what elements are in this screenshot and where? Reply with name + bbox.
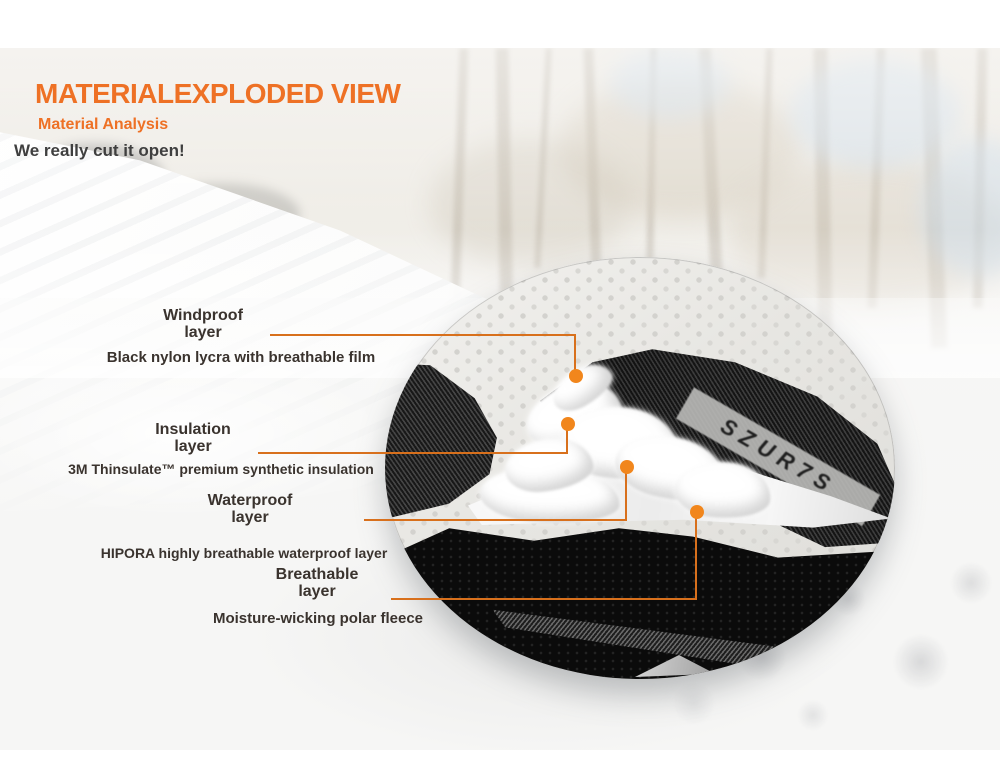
waterproof-layer-description: HIPORA highly breathable waterproof laye… xyxy=(100,545,388,561)
breathable-layer-title-line2: layer xyxy=(298,583,336,600)
breathable-layer-title-line1: Breathable xyxy=(275,566,359,583)
waterproof-leader-line xyxy=(364,519,627,521)
windproof-leader-line xyxy=(574,334,576,374)
insulation-layer-title-line1: Insulation xyxy=(155,421,231,438)
windproof-layer-description: Black nylon lycra with breathable film xyxy=(106,349,376,366)
breathable-layer-description: Moisture-wicking polar fleece xyxy=(212,610,424,627)
page-subtitle: Material Analysis xyxy=(38,116,169,133)
windproof-layer-title-line1: Windproof xyxy=(163,307,243,324)
insulation-layer-description: 3M Thinsulate™ premium synthetic insulat… xyxy=(68,461,374,477)
breathable-leader-line xyxy=(695,514,697,600)
breathable-layer-label: Breathable layer xyxy=(247,566,387,600)
tagline: We really cut it open! xyxy=(14,141,185,160)
waterproof-leader-line xyxy=(625,469,627,521)
insulation-marker-dot xyxy=(561,417,575,431)
insulation-layer-title-line2: layer xyxy=(174,438,212,455)
waterproof-layer-label: Waterproof layer xyxy=(180,492,320,526)
breathable-leader-line xyxy=(391,598,697,600)
breathable-marker-dot xyxy=(690,505,704,519)
material-cutaway-inset: SZUR7S xyxy=(385,257,895,679)
insulation-leader-line xyxy=(566,426,568,454)
windproof-leader-line xyxy=(270,334,576,336)
page-title: MATERIALEXPLODED VIEW xyxy=(35,78,401,109)
windproof-layer-label: Windproof layer xyxy=(133,307,273,341)
windproof-marker-dot xyxy=(569,369,583,383)
waterproof-marker-dot xyxy=(620,460,634,474)
insulation-layer-label: Insulation layer xyxy=(123,421,263,455)
insulation-leader-line xyxy=(258,452,568,454)
waterproof-layer-title-line2: layer xyxy=(231,509,269,526)
waterproof-layer-title-line1: Waterproof xyxy=(207,492,293,509)
windproof-layer-title-line2: layer xyxy=(184,324,222,341)
